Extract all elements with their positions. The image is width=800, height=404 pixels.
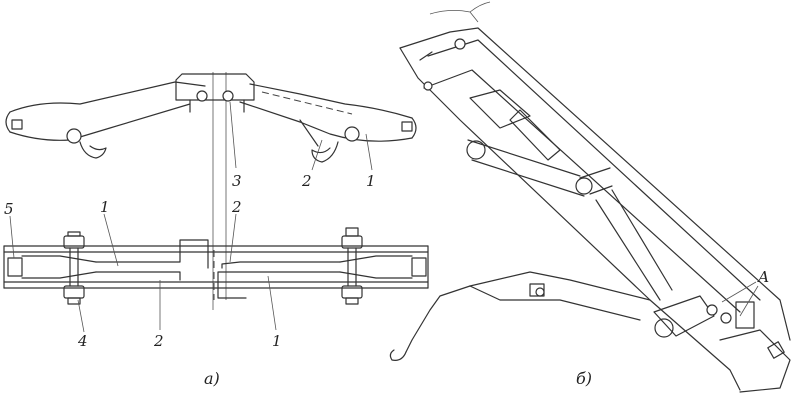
left-taper (21, 255, 97, 279)
left-end-block (7, 257, 23, 277)
inner-frame-block (469, 89, 531, 129)
bracket-pin-2 (720, 312, 732, 324)
center-pin-left (196, 90, 208, 102)
upper-left-pin (423, 81, 433, 91)
label-1-plan-right: 1 (272, 332, 282, 350)
boom-outer-top (399, 27, 791, 341)
left-link-bar (95, 239, 209, 269)
leader-2-top (311, 139, 323, 171)
lower-arm-latch-pin (535, 287, 545, 297)
label-5: 5 (4, 200, 14, 218)
label-4: 4 (77, 332, 88, 350)
leader-3 (229, 101, 237, 169)
leader-1-plan-right (267, 275, 277, 331)
lower-strut (595, 189, 673, 301)
label-2-plan-bottom: 2 (153, 332, 164, 350)
left-link-bar-lower (95, 271, 181, 281)
lower-hook (389, 349, 407, 361)
left-pivot-pin (66, 128, 82, 144)
leader-1-plan-left (103, 213, 119, 267)
left-arm-end (5, 111, 11, 133)
center-pin-right (222, 90, 234, 102)
right-link-bar (221, 261, 341, 269)
base-bracket (653, 295, 715, 337)
label-3: 3 (232, 172, 242, 190)
plan-ends (3, 245, 429, 289)
right-arm-hidden-line (261, 91, 353, 115)
top-fragment (429, 1, 491, 23)
base-pivot-pin (654, 318, 674, 338)
leader-4 (77, 299, 85, 333)
top-pin (454, 38, 466, 50)
view-a-elevation: 3 2 1 (5, 72, 417, 310)
right-end-block (411, 257, 427, 277)
right-arm-lower-edge (239, 101, 413, 142)
right-arm-upper-edge (249, 83, 413, 119)
caption-b: б) (576, 369, 592, 388)
leader-a-2 (739, 285, 759, 317)
middle-link-end-pin (575, 177, 593, 195)
middle-link-joint (579, 167, 613, 195)
right-bolt (341, 227, 363, 305)
left-arm-upper-edge (9, 81, 206, 113)
boom-inner-top (427, 39, 761, 301)
leader-5 (9, 215, 15, 259)
label-1-plan-left: 1 (100, 198, 110, 216)
plan-inner-rails (3, 251, 429, 283)
bracket-pin-1 (706, 304, 718, 316)
middle-link (467, 139, 585, 197)
base-foot (719, 329, 791, 393)
inner-frame-plate (509, 109, 561, 161)
right-arm-inner-edge (299, 119, 319, 147)
view-a-plan: 5 1 2 4 2 1 а) (3, 198, 429, 388)
base-block (735, 301, 755, 329)
lower-arm-under (469, 285, 641, 321)
boom-tip (419, 51, 433, 61)
label-a: А (757, 268, 769, 286)
foot-slot (767, 341, 785, 359)
label-2-plan-top: 2 (231, 198, 242, 216)
left-arm-lower-edge (9, 103, 191, 141)
right-taper (339, 255, 413, 279)
left-end-slot (11, 119, 23, 130)
left-bolt (63, 231, 85, 305)
leader-2-plan-top (229, 213, 237, 263)
left-hook (79, 141, 107, 159)
boom-inner-bottom (423, 69, 741, 313)
middle-link-pin (466, 140, 486, 160)
right-link-bar-lower (217, 271, 341, 299)
leader-a-1 (721, 281, 757, 303)
center-hinge-block (175, 73, 255, 101)
right-pivot-pin (344, 126, 360, 142)
caption-a: а) (204, 369, 220, 388)
leader-1-top (365, 133, 373, 171)
right-arm-end (411, 117, 417, 139)
label-1-top: 1 (366, 172, 376, 190)
right-end-slot (401, 121, 413, 132)
right-hook (311, 141, 339, 163)
lower-arm-top (469, 271, 651, 301)
boom-outer-bottom (399, 47, 741, 391)
lower-arm-bottom (405, 285, 471, 353)
label-2-top: 2 (301, 172, 312, 190)
view-b: А б) (389, 1, 791, 393)
